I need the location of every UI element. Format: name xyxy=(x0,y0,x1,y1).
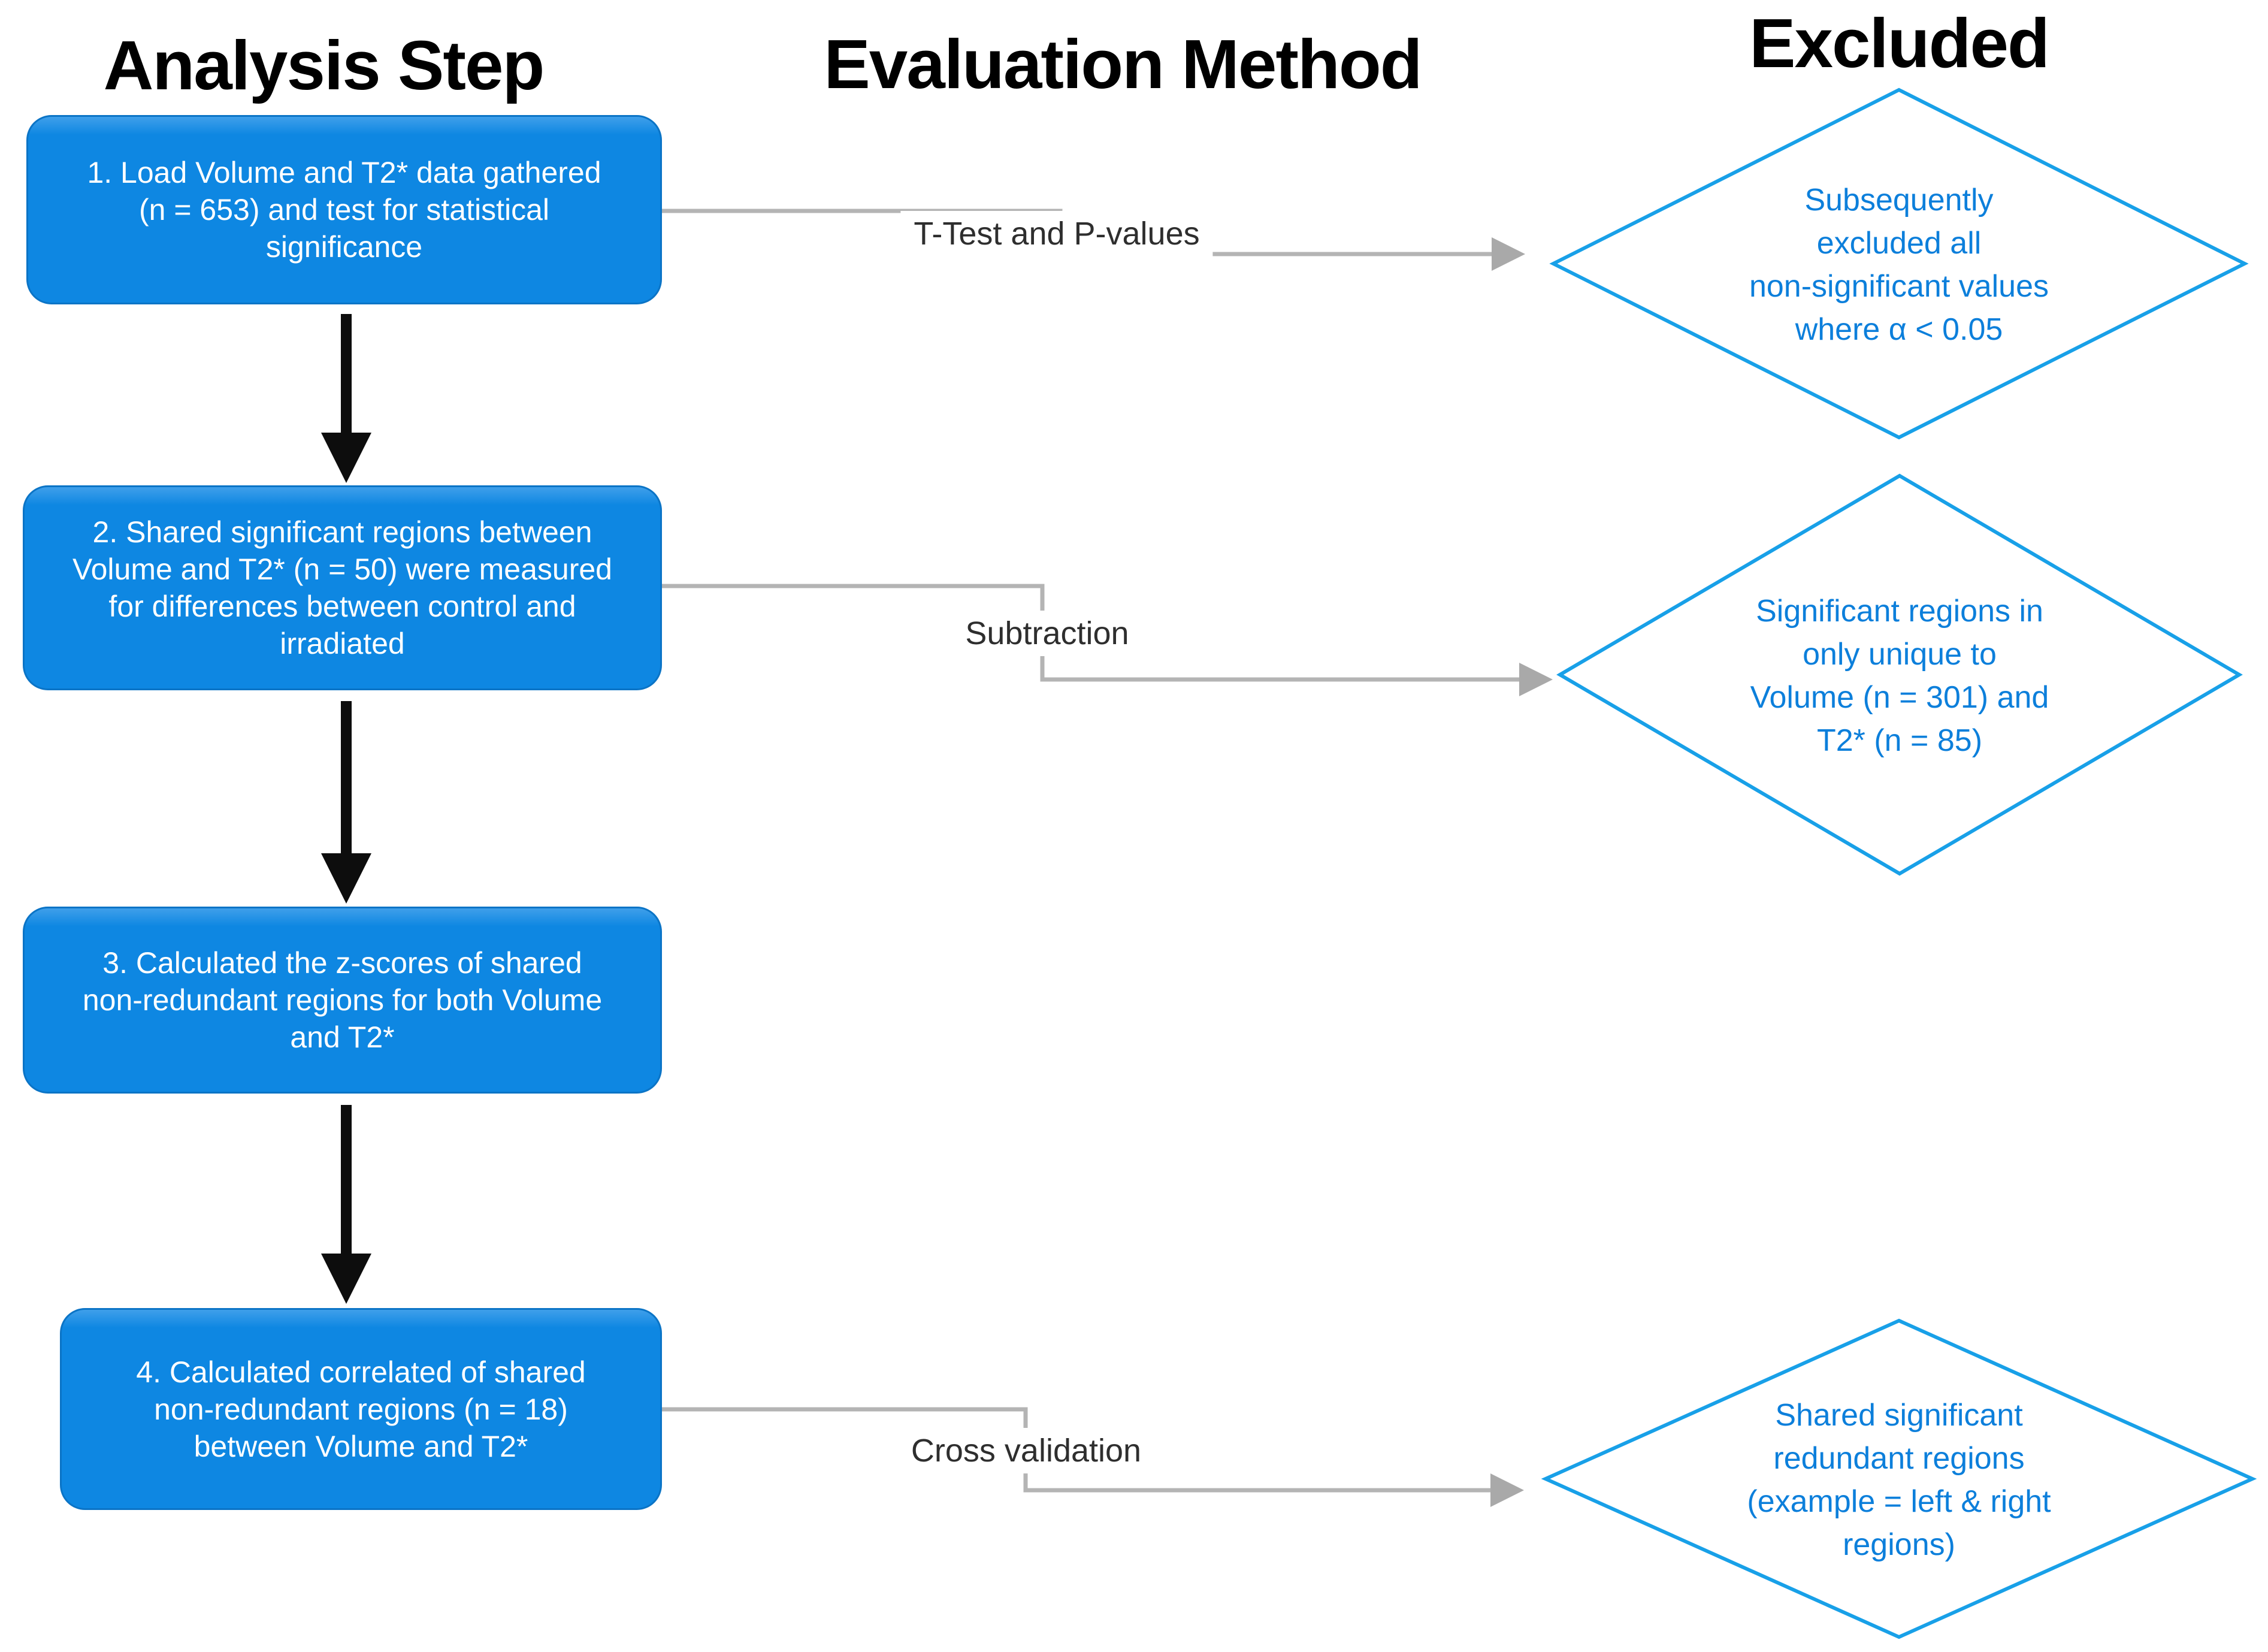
step-text-line: 1. Load Volume and T2* data gathered xyxy=(87,156,601,189)
excluded-text-line: excluded all xyxy=(1816,226,1982,261)
column-header-excluded: Excluded xyxy=(1749,4,2050,82)
excluded-text-line: where α < 0.05 xyxy=(1795,312,2003,347)
excluded-text-line: Subsequently xyxy=(1804,183,1994,218)
analysis-step-box-1-text: 1. Load Volume and T2* data gathered (n … xyxy=(87,154,601,265)
gray-arrowhead-icon xyxy=(1490,1473,1524,1507)
step-text-line: (n = 653) and test for statistical xyxy=(138,193,550,226)
step-text-line: 3. Calculated the z-scores of shared xyxy=(102,946,582,980)
column-header-analysis-step: Analysis Step xyxy=(103,26,545,104)
step-text-line: for differences between control and xyxy=(108,590,576,623)
step-text-line: 2. Shared significant regions between xyxy=(92,515,592,549)
analysis-step-box-1: 1. Load Volume and T2* data gathered (n … xyxy=(26,115,662,304)
excluded-diamond-3-text: Shared significant redundant regions (ex… xyxy=(1599,1394,2199,1566)
excluded-diamond-3-shape xyxy=(1541,1318,2257,1639)
arrow-step1-to-step2-icon xyxy=(321,314,371,483)
gray-arrowhead-icon xyxy=(1492,237,1525,271)
excluded-text-line: T2* (n = 85) xyxy=(1816,723,1983,758)
evaluation-method-label-1: T-Test and P-values xyxy=(900,211,1213,256)
excluded-diamond-2-text: Significant regions in only unique to Vo… xyxy=(1600,590,2199,762)
excluded-text-line: redundant regions xyxy=(1773,1441,2025,1476)
analysis-step-box-4: 4. Calculated correlated of shared non-r… xyxy=(60,1308,662,1510)
gray-arrowhead-icon xyxy=(1519,663,1553,696)
excluded-text-line: non-significant values xyxy=(1749,269,2049,304)
excluded-text-line: regions) xyxy=(1843,1527,1955,1562)
step-text-line: Volume and T2* (n = 50) were measured xyxy=(72,552,612,586)
evaluation-method-label-3: Cross validation xyxy=(897,1428,1155,1473)
excluded-text-line: only unique to xyxy=(1803,637,1997,672)
excluded-diamond-2-shape xyxy=(1556,473,2243,876)
evaluation-method-label-2: Subtraction xyxy=(952,611,1142,656)
analysis-step-box-2-text: 2. Shared significant regions between Vo… xyxy=(72,514,612,662)
analysis-step-box-3-text: 3. Calculated the z-scores of shared non… xyxy=(83,944,602,1056)
analysis-step-box-2: 2. Shared significant regions between Vo… xyxy=(23,485,662,690)
step-text-line: between Volume and T2* xyxy=(193,1429,528,1463)
excluded-text-line: Significant regions in xyxy=(1756,594,2043,629)
excluded-diamond-1-shape xyxy=(1549,87,2249,440)
step-text-line: irradiated xyxy=(280,627,405,660)
analysis-step-box-4-text: 4. Calculated correlated of shared non-r… xyxy=(136,1354,585,1465)
arrow-step2-to-step3-icon xyxy=(321,701,371,904)
excluded-text-line: (example = left & right xyxy=(1747,1484,2051,1519)
step-text-line: non-redundant regions (n = 18) xyxy=(154,1392,568,1426)
step-text-line: significance xyxy=(265,230,423,264)
excluded-diamond-1-text: Subsequently excluded all non-significan… xyxy=(1599,179,2199,351)
excluded-text-line: Volume (n = 301) and xyxy=(1750,680,2049,715)
column-header-evaluation-method: Evaluation Method xyxy=(824,25,1422,103)
arrow-step3-to-step4-icon xyxy=(321,1105,371,1304)
step-text-line: and T2* xyxy=(290,1020,395,1054)
excluded-text-line: Shared significant xyxy=(1775,1398,2023,1433)
step-text-line: 4. Calculated correlated of shared xyxy=(136,1355,586,1389)
step-text-line: non-redundant regions for both Volume xyxy=(82,983,603,1017)
analysis-step-box-3: 3. Calculated the z-scores of shared non… xyxy=(23,907,662,1094)
